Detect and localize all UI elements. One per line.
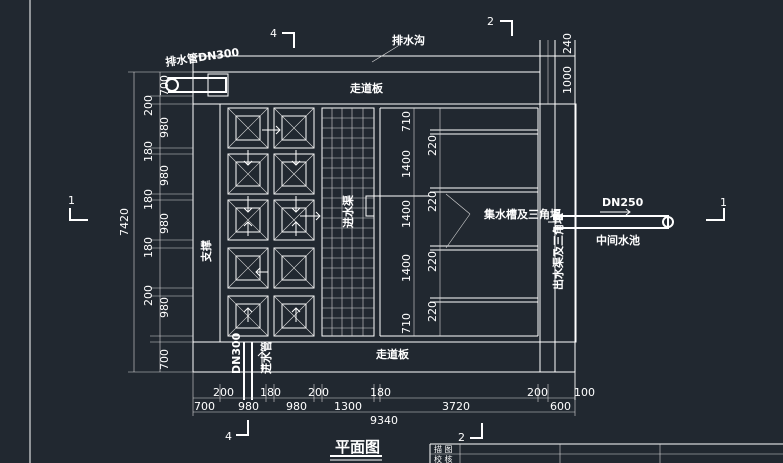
dim-bottom-200c: 200 [527, 386, 548, 399]
inlet-pipe [243, 342, 253, 400]
outlet-arrowhead [625, 208, 631, 216]
drain-pipe-end [165, 78, 179, 92]
label-walkway-top: 走道板 [349, 81, 384, 95]
dim-bottom-100: 100 [574, 386, 595, 399]
label-outlet-pipe: DN250 [602, 196, 644, 209]
dim-right-1000: 1000 [561, 66, 574, 94]
dim-bottom-180b: 180 [370, 386, 391, 399]
dim-bottom-980a: 980 [238, 400, 259, 413]
label-inlet-pipe: DN300 [230, 332, 243, 374]
label-drain-pipe: 排水管DN300 [164, 45, 240, 69]
dim-right-240: 240 [561, 33, 574, 54]
label-support: 支撑 [199, 240, 213, 263]
dim-bottom-1300: 1300 [334, 400, 362, 413]
dim-mid-220a: 220 [426, 135, 439, 156]
label-collect-trough: 集水槽及三角堰 [483, 207, 561, 221]
title-block-row1: 描 图 [434, 444, 453, 454]
drawing-title: 平面图 [335, 438, 380, 456]
dim-left-9: 200 [142, 285, 155, 306]
dim-mid-710a: 710 [400, 111, 413, 132]
left-dim-lines [128, 71, 193, 373]
drain-channel-leader [371, 45, 399, 63]
dim-bottom-total: 9340 [370, 414, 398, 427]
dim-mid-220c: 220 [426, 251, 439, 272]
dim-bottom-200b: 200 [308, 386, 329, 399]
dim-left-7: 180 [142, 237, 155, 258]
inlet-arrowhead [257, 351, 267, 357]
dim-left-5: 180 [142, 189, 155, 210]
dim-bottom-600: 600 [550, 400, 571, 413]
dim-left-top: 700 [158, 75, 171, 96]
dim-left-3: 180 [142, 141, 155, 162]
outlet-pipe-end [662, 216, 674, 228]
dim-mid-1400a: 1400 [400, 150, 413, 178]
dim-bottom-700: 700 [194, 400, 215, 413]
dim-left-total: 7420 [118, 208, 131, 236]
label-walkway-bottom: 走道板 [375, 347, 410, 361]
dim-left-1: 200 [142, 95, 155, 116]
section-marks [69, 20, 725, 439]
section-2-bottom: 2 [458, 431, 465, 444]
dim-left-4: 980 [158, 165, 171, 186]
dim-mid-220d: 220 [426, 301, 439, 322]
bottom-dim-lines [192, 372, 576, 416]
label-inlet-channel: 进水渠 [341, 194, 355, 228]
drain-pipe [168, 77, 227, 93]
section-1-right: 1 [720, 196, 727, 209]
label-mid-tank: 中间水池 [596, 233, 640, 247]
section-1-left: 1 [68, 194, 75, 207]
section-4-bottom: 4 [225, 430, 232, 443]
label-outlet-trough: 出水渠及三角堰 [551, 213, 565, 290]
collect-troughs [365, 107, 539, 337]
dim-mid-1400b: 1400 [400, 200, 413, 228]
outlet-pipe [555, 215, 669, 229]
dim-bottom-3720: 3720 [442, 400, 470, 413]
label-inlet: 进水管 [259, 341, 273, 374]
filter-units [227, 107, 321, 337]
inlet-grid [321, 107, 375, 337]
dim-left-10: 700 [158, 349, 171, 370]
filter-col-2 [273, 107, 315, 337]
label-drain-channel: 排水沟 [392, 33, 425, 47]
drain-pipe-box [207, 73, 229, 97]
dim-mid-1400c: 1400 [400, 254, 413, 282]
title-block-row2: 校 核 [434, 454, 453, 463]
dim-left-8: 980 [158, 297, 171, 318]
section-4-top: 4 [270, 27, 277, 40]
flow-arrows [243, 125, 321, 322]
dim-bottom-980b: 980 [286, 400, 307, 413]
dim-bottom-180a: 180 [260, 386, 281, 399]
dim-left-2: 980 [158, 117, 171, 138]
tank-inner [219, 103, 577, 343]
dim-bottom-200a: 200 [213, 386, 234, 399]
dim-mid-220b: 220 [426, 191, 439, 212]
dim-mid-710b: 710 [400, 313, 413, 334]
dim-left-6: 980 [158, 213, 171, 234]
section-2-top: 2 [487, 15, 494, 28]
